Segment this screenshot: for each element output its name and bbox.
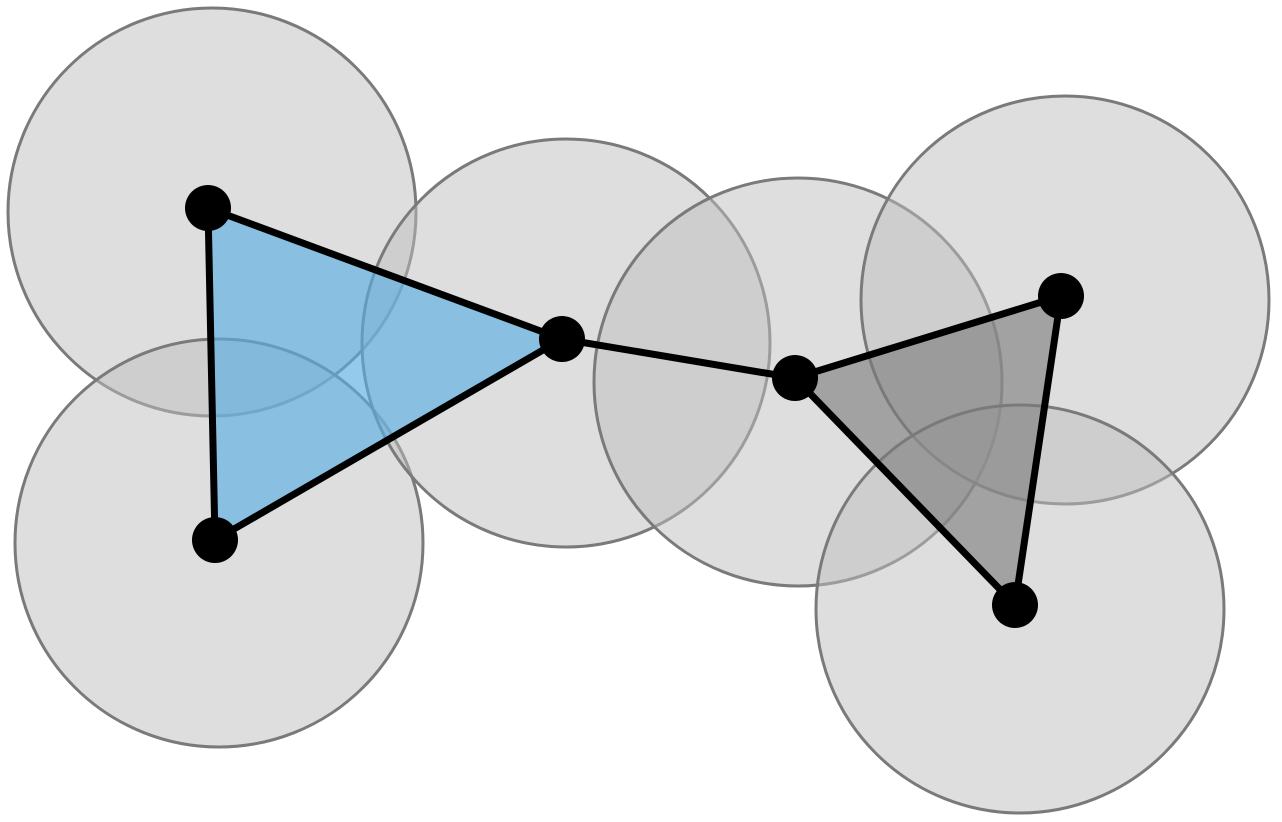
vertex-v2 [192,517,238,563]
vertex-v4 [772,355,818,401]
cover-disks [6,6,1271,815]
edges [204,204,1065,609]
vertex-v1 [185,185,231,231]
vertex-v5 [1038,273,1084,319]
edge-v4-v5 [791,292,1065,382]
edge-v3-v4 [558,335,799,382]
triangle-right [795,296,1061,605]
triangle-left [208,208,562,540]
vertex-v6 [992,582,1038,628]
edge-v1-v3 [204,204,566,343]
vertex-v3 [539,316,585,362]
vertices [185,185,1084,628]
edge-v5-v6 [1011,292,1065,609]
edge-v4-v6 [791,374,1019,609]
filled-triangles [208,208,1061,605]
edge-v1-v2 [204,204,219,544]
edge-v2-v3 [211,335,566,544]
